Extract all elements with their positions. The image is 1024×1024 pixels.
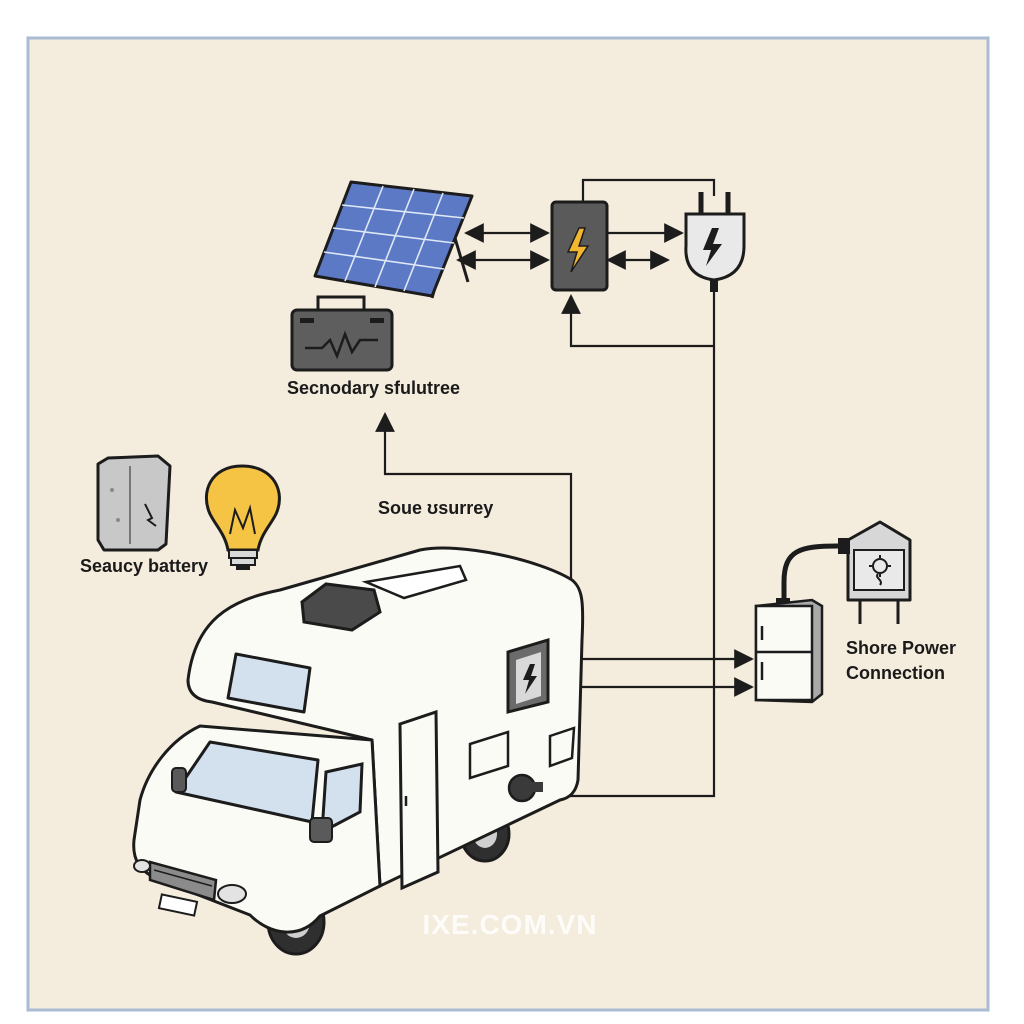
shore-power-label-line2: Connection <box>846 663 945 683</box>
plug-to-rv-inlet-wire <box>541 290 716 798</box>
light-bulb-icon <box>205 464 281 570</box>
secondary-battery-label: Seaucy battery <box>80 556 208 576</box>
source-battery-label: Soue ʊsurrey <box>378 498 493 518</box>
plug-icon <box>684 192 746 292</box>
battery-icon <box>290 295 394 372</box>
stone-battery-icon <box>96 454 172 552</box>
rv-to-secondary-source-wire <box>375 412 573 652</box>
connection-wires <box>375 178 754 798</box>
shore-pedestal-icon <box>838 520 912 624</box>
controller-top-loop-wire <box>581 178 716 204</box>
solar-panel-icon <box>313 180 474 299</box>
rv-icon <box>132 546 585 956</box>
plug-to-controller-return-wire <box>561 294 714 348</box>
watermark-text: IXE.COM.VN <box>423 909 598 940</box>
charge-controller-icon <box>550 200 609 292</box>
secondary-source-label: Secnodary sfulutree <box>287 378 460 398</box>
inverter-icon <box>506 637 550 714</box>
shore-power-label-line1: Shore Power <box>846 638 956 658</box>
fridge-icon <box>754 543 839 704</box>
